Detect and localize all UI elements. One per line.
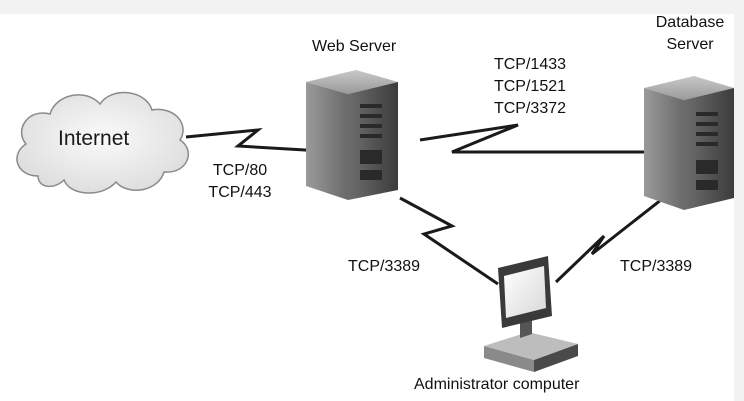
port-label: TCP/1433 [493, 56, 567, 73]
port-label: TCP/443 [208, 184, 272, 201]
port-label: TCP/3389 [348, 258, 421, 275]
port-label: TCP/80 [212, 162, 268, 179]
link-admin-web [399, 196, 499, 286]
database-server-label-line-1: Database [655, 14, 725, 31]
admin-database-ports: TCP/3389 [620, 256, 692, 278]
internet-label: Internet [58, 127, 130, 150]
admin-web-ports: TCP/3389 [348, 256, 420, 278]
port-label: TCP/3372 [493, 100, 567, 117]
web-server-label: Web Server [312, 38, 397, 55]
internet-cloud-icon [16, 91, 190, 194]
administrator-computer-label: Administrator computer [414, 376, 580, 393]
link-web-database [419, 123, 644, 154]
database-server-icon [644, 76, 734, 210]
database-server-label: Database Server [640, 12, 740, 56]
database-server-label-line-2: Server [666, 36, 714, 53]
internet-web-ports: TCP/80 TCP/443 [200, 160, 280, 204]
web-server-icon [306, 70, 398, 200]
port-label: TCP/3389 [620, 258, 693, 275]
link-admin-database [554, 194, 667, 284]
port-label: TCP/1521 [493, 78, 567, 95]
link-internet-web [185, 128, 323, 153]
web-database-ports: TCP/1433 TCP/1521 TCP/3372 [480, 54, 580, 120]
administrator-computer-icon [484, 256, 578, 372]
